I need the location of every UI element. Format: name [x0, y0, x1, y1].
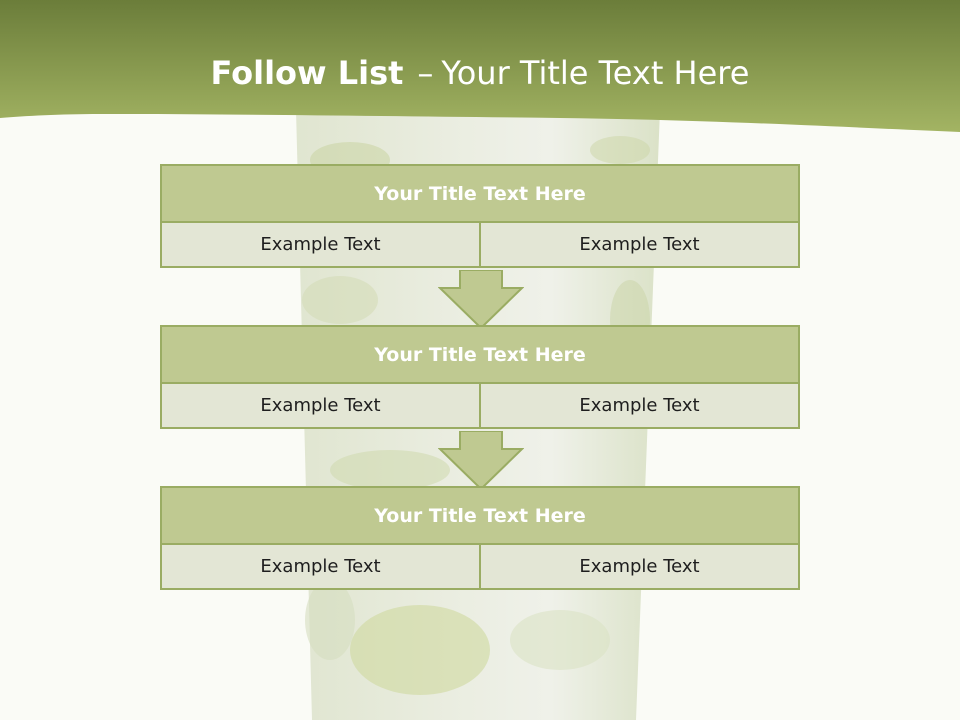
title-bold: Follow List	[210, 54, 404, 92]
step-title: Your Title Text Here	[162, 166, 798, 223]
step-cell-right: Example Text	[479, 223, 798, 266]
down-arrow-icon	[438, 270, 524, 330]
step-box-1: Your Title Text Here Example Text Exampl…	[160, 164, 800, 268]
step-box-3: Your Title Text Here Example Text Exampl…	[160, 486, 800, 590]
step-cell-left: Example Text	[162, 384, 479, 427]
step-row: Example Text Example Text	[162, 223, 798, 266]
step-row: Example Text Example Text	[162, 384, 798, 427]
step-box-2: Your Title Text Here Example Text Exampl…	[160, 325, 800, 429]
step-title: Your Title Text Here	[162, 327, 798, 384]
step-title: Your Title Text Here	[162, 488, 798, 545]
header-band	[0, 0, 960, 132]
step-row: Example Text Example Text	[162, 545, 798, 588]
page-title: Follow List–Your Title Text Here	[0, 54, 960, 92]
step-cell-left: Example Text	[162, 545, 479, 588]
title-separator: –	[417, 54, 434, 92]
title-rest: Your Title Text Here	[441, 54, 750, 92]
down-arrow-icon	[438, 431, 524, 491]
step-cell-left: Example Text	[162, 223, 479, 266]
step-cell-right: Example Text	[479, 384, 798, 427]
step-cell-right: Example Text	[479, 545, 798, 588]
